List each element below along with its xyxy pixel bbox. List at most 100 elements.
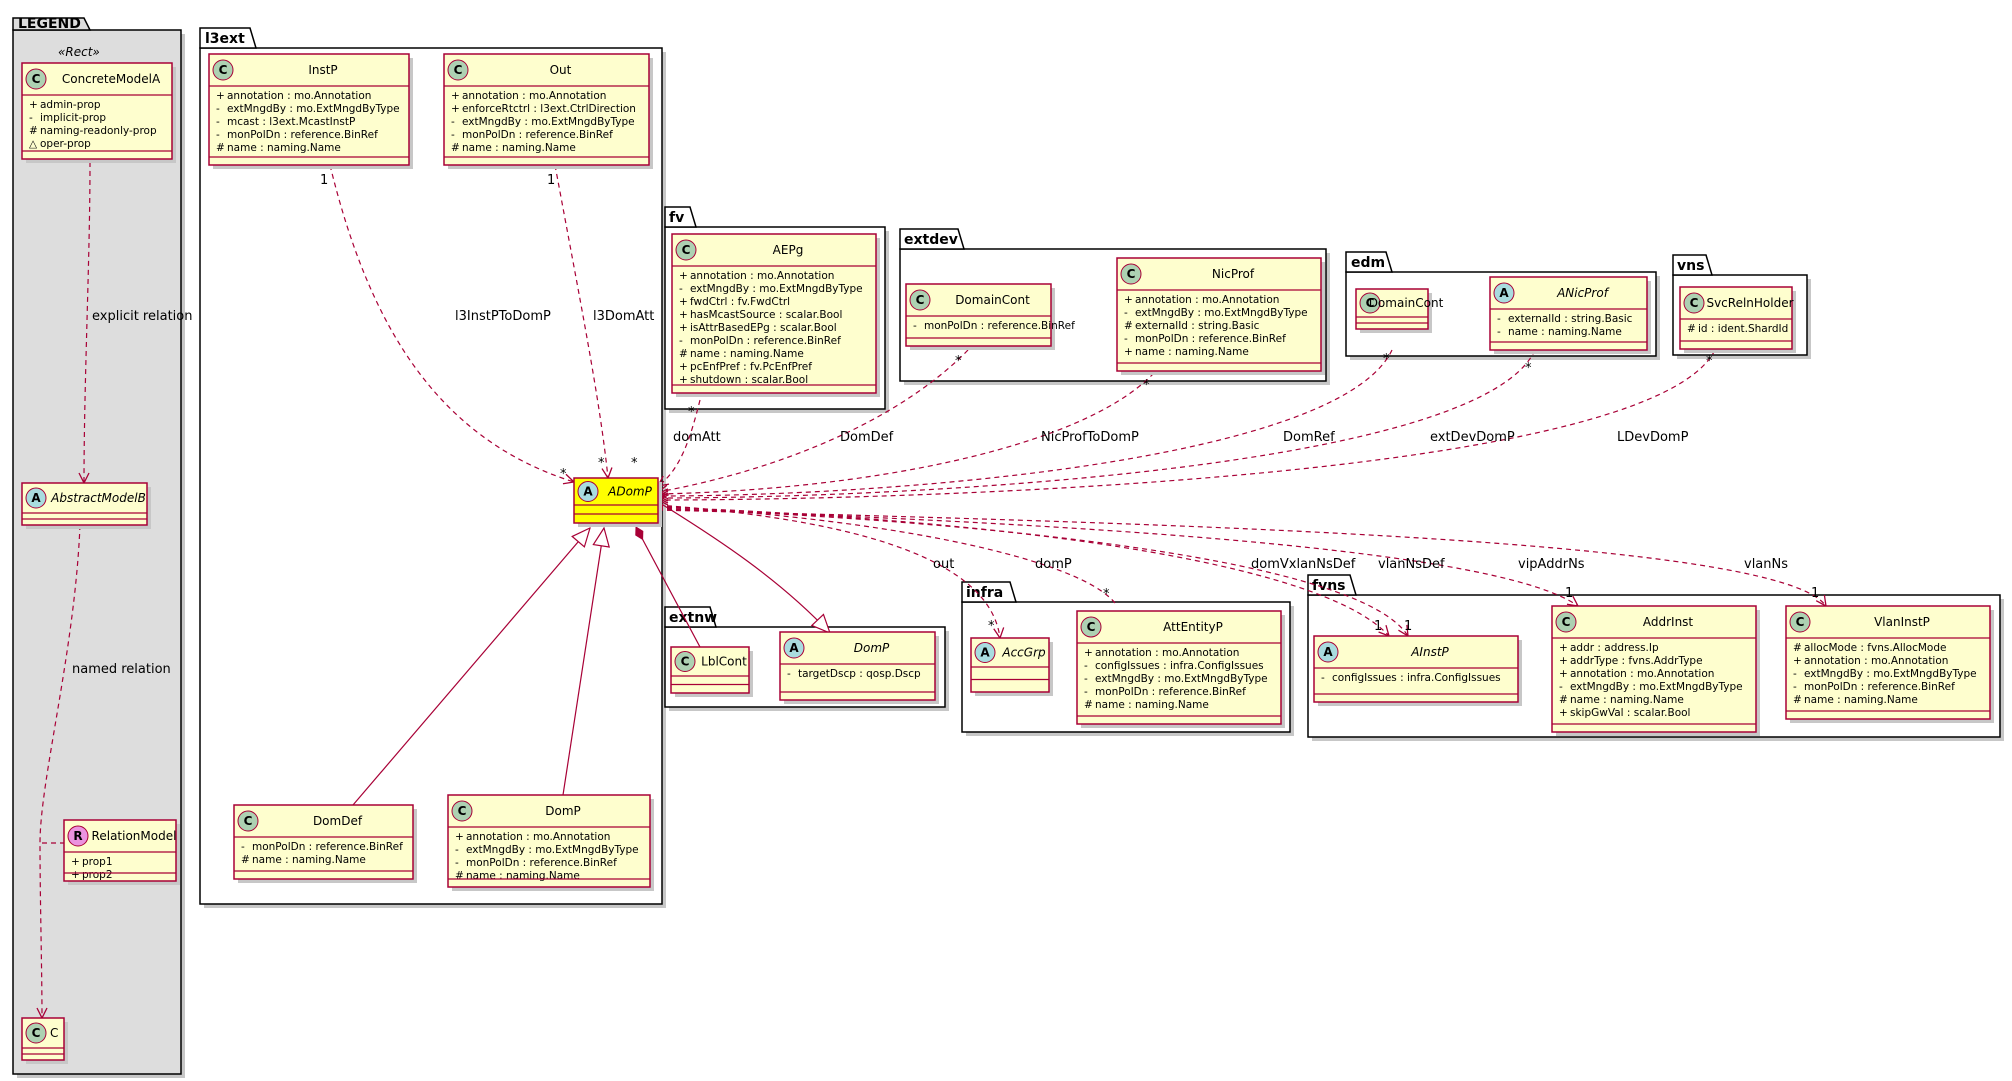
class-vlaninstp-member: extMngdBy : mo.ExtMngdByType [1804, 668, 1977, 680]
class-instp-member-visibility: + [216, 90, 225, 102]
class-vlaninstp-member: annotation : mo.Annotation [1804, 655, 1948, 667]
legend-relation-model-box-member: prop1 [82, 856, 113, 868]
mult-l3InstPToDomP-many: * [560, 467, 567, 482]
legend-explicit-relation-label: explicit relation [92, 309, 192, 324]
class-addrinst-member-visibility: + [1559, 655, 1568, 667]
class-aepg-member-visibility: - [679, 283, 683, 295]
edge-l3-domp-generalization [562, 528, 604, 796]
label-domP: domP [1035, 557, 1072, 572]
edge-extDevDomP [658, 349, 1536, 498]
class-nicprof-name: NicProf [1212, 267, 1255, 281]
class-vlaninstp-member-visibility: # [1793, 642, 1802, 654]
class-out-member-visibility: + [451, 90, 460, 102]
class-aepg-member-visibility: + [679, 374, 688, 386]
class-extdev-domaincont-type-letter: C [916, 293, 925, 307]
edge-lblcont-composition [635, 526, 701, 648]
label-vipAddrNs: vipAddrNs [1518, 557, 1585, 572]
class-lblcont-type-letter: C [681, 655, 690, 669]
legend-relation-model-box-name: RelationModel [92, 829, 177, 843]
class-aepg-type-icon [675, 239, 697, 261]
class-addrinst-member: annotation : mo.Annotation [1570, 668, 1714, 680]
class-l3-domdef-member: name : naming.Name [252, 854, 366, 866]
legend-relation-model-box-member-visibility: + [71, 869, 80, 881]
class-vlaninstp-member: allocMode : fvns.AllocMode [1804, 642, 1946, 654]
class-addrinst-member: addrType : fvns.AddrType [1570, 655, 1703, 667]
legend-c-box-type-letter: C [32, 1026, 41, 1040]
class-aepg-member-visibility: + [679, 270, 688, 282]
package-edm-title: edm [1351, 255, 1385, 271]
class-anicprof-body [1489, 276, 1648, 351]
class-nicprof-body [1116, 257, 1322, 372]
legend-named-relation-line [40, 524, 81, 1018]
class-out-member: monPolDn : reference.BinRef [462, 129, 613, 141]
class-extdev-domaincont-type-icon [909, 289, 931, 311]
class-extnw-domp-type-icon [783, 637, 805, 659]
mult-instp-1: 1 [320, 173, 328, 188]
class-vlaninstp-member-visibility: - [1793, 668, 1797, 680]
label-extDevDomP: extDevDomP [1430, 430, 1515, 445]
class-addrinst-member: skipGwVal : scalar.Bool [1570, 707, 1690, 719]
class-l3-domp-member-visibility: - [455, 857, 459, 869]
class-extdev-domaincont-body [905, 283, 1052, 347]
class-instp-member: extMngdBy : mo.ExtMngdByType [227, 103, 400, 115]
class-aepg-member: hasMcastSource : scalar.Bool [690, 309, 842, 321]
class-aepg-member: shutdown : scalar.Bool [690, 374, 808, 386]
edge-domAtt [658, 399, 701, 486]
legend-concrete-model-box-member-visibility: + [29, 99, 38, 111]
class-addrinst-member-visibility: + [1559, 707, 1568, 719]
class-instp-member: name : naming.Name [227, 142, 341, 154]
class-l3-domp-member-visibility: + [455, 831, 464, 843]
edge-extnw-domp-generalization [654, 499, 830, 633]
class-attentityp-name: AttEntityP [1163, 620, 1223, 634]
class-attentityp-member: configIssues : infra.ConfigIssues [1095, 660, 1264, 672]
edge-domP [657, 505, 1116, 604]
class-out-member-visibility: # [451, 142, 460, 154]
edge-out [657, 504, 1000, 638]
class-aepg-member-visibility: + [679, 309, 688, 321]
legend-concrete-model-box-member: oper-prop [40, 138, 91, 150]
class-l3-domp-type-icon [451, 800, 473, 822]
class-l3-domp-name: DomP [545, 804, 581, 818]
legend-relation-model-box-type-letter: R [73, 829, 82, 843]
class-out-body [443, 53, 650, 166]
label-l3InstPToDomP: l3InstPToDomP [455, 309, 551, 324]
legend-abstract-model-box-name: AbstractModelB [50, 491, 146, 505]
edge-vipAddrNs [657, 508, 1578, 606]
class-nicprof-member: annotation : mo.Annotation [1135, 294, 1279, 306]
class-anicprof-member-visibility: - [1497, 326, 1501, 338]
legend-relation-model-box-member-visibility: + [71, 856, 80, 868]
label-vlanNs: vlanNs [1744, 557, 1788, 572]
legend-concrete-model-box-member-visibility: - [29, 112, 33, 124]
class-l3-domp-body [447, 794, 651, 888]
class-instp-body [208, 53, 410, 166]
mult-ainstp-1a: 1 [1374, 619, 1382, 634]
class-aepg-member: name : naming.Name [690, 348, 804, 360]
class-attentityp-member-visibility: - [1084, 660, 1088, 672]
package-l3ext-title: l3ext [205, 31, 245, 47]
class-attentityp-body [1076, 610, 1282, 725]
class-nicprof-member-visibility: # [1124, 320, 1133, 332]
label-out: out [933, 557, 954, 572]
class-vlaninstp-type-icon [1789, 611, 1811, 633]
legend-concrete-model-box-member-visibility: # [29, 125, 38, 137]
mult-out-1: 1 [547, 173, 555, 188]
package-extdev-title: extdev [904, 232, 958, 248]
legend-explicit-relation-line [84, 161, 91, 483]
legend-concrete-model-box-member: implicit-prop [40, 112, 106, 124]
mult-aepg-many: * [688, 405, 695, 420]
class-l3-domp-member-visibility: - [455, 844, 459, 856]
class-attentityp-member-visibility: # [1084, 699, 1093, 711]
class-addrinst-type-icon [1555, 611, 1577, 633]
legend-c-box-type-icon [25, 1022, 47, 1044]
legend-stereotype: «Rect» [58, 45, 100, 59]
class-addrinst-type-letter: C [1562, 615, 1571, 629]
